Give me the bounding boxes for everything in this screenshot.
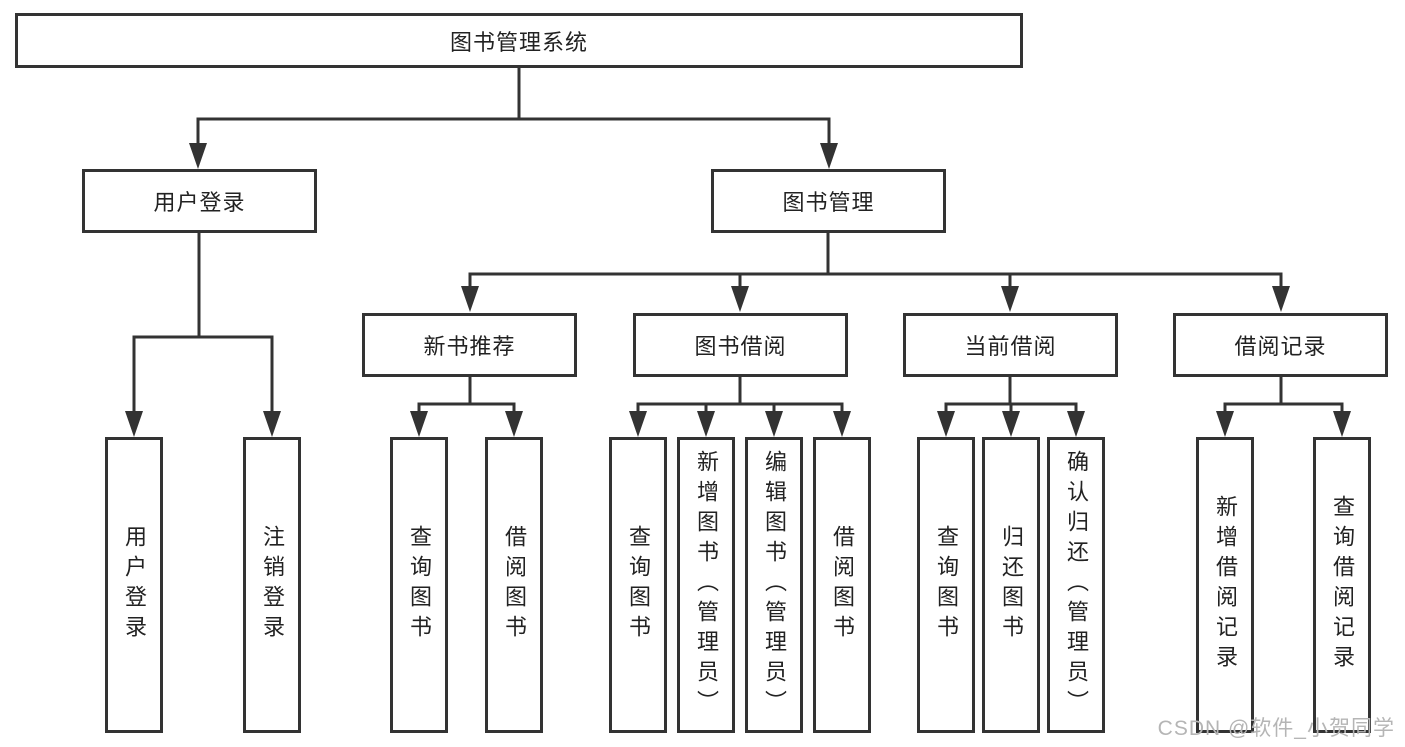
node-user-login: 用户登录	[82, 169, 317, 233]
leaf-logout: 注销登录	[243, 437, 301, 733]
arrowheads-current-borrowing	[937, 411, 1085, 437]
leaf-records-add-record: 新增借阅记录	[1196, 437, 1254, 733]
leaf-recommend-query-books: 查询图书	[390, 437, 448, 733]
leaf-borrowing-add-books-admin: 新增图书（管理员）	[677, 437, 735, 733]
arrowheads-new-book-recommend	[410, 411, 523, 437]
arrowheads-root	[189, 143, 838, 169]
node-library-system: 图书管理系统	[15, 13, 1023, 68]
arrowheads-book-management	[461, 286, 1290, 312]
leaf-current-query-books: 查询图书	[917, 437, 975, 733]
leaf-records-query-record: 查询借阅记录	[1313, 437, 1371, 733]
csdn-watermark: CSDN @软件_小贺同学	[1157, 717, 1395, 740]
node-book-borrowing: 图书借阅	[633, 313, 848, 377]
leaf-borrowing-borrow-books: 借阅图书	[813, 437, 871, 733]
arrowheads-user-login	[125, 411, 281, 437]
leaf-user-login: 用户登录	[105, 437, 163, 733]
arrowheads-book-borrowing	[629, 411, 851, 437]
node-borrowing-records: 借阅记录	[1173, 313, 1388, 377]
connector-user-login	[132, 233, 274, 413]
leaf-recommend-borrow-books: 借阅图书	[485, 437, 543, 733]
connector-current-borrowing	[944, 377, 1078, 413]
arrowheads-borrowing-records	[1216, 411, 1351, 437]
connector-book-borrowing	[636, 377, 844, 413]
leaf-current-confirm-return-admin: 确认归还（管理员）	[1047, 437, 1105, 733]
connector-new-book-recommend	[417, 377, 516, 413]
node-current-borrowing: 当前借阅	[903, 313, 1118, 377]
leaf-borrowing-edit-books-admin: 编辑图书（管理员）	[745, 437, 803, 733]
leaf-current-return-books: 归还图书	[982, 437, 1040, 733]
connector-borrowing-records	[1223, 377, 1344, 413]
node-book-management: 图书管理	[711, 169, 946, 233]
connector-root	[196, 68, 831, 145]
node-new-book-recommend: 新书推荐	[362, 313, 577, 377]
leaf-borrowing-query-books: 查询图书	[609, 437, 667, 733]
connector-book-management	[468, 233, 1283, 288]
